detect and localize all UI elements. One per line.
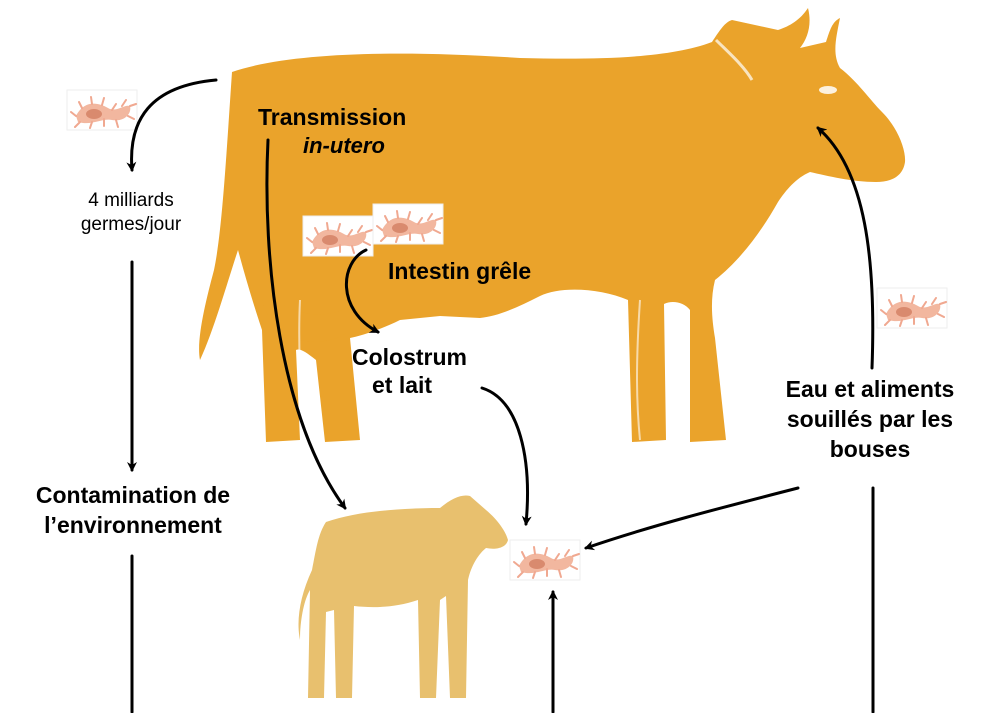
feed-label-line1: Eau et aliments <box>760 376 980 402</box>
cow-eye-icon <box>819 86 837 94</box>
transmission-title: Transmission <box>258 104 406 130</box>
germs-per-day-line2: germes/jour <box>61 214 201 236</box>
arrow-excretion <box>132 80 216 170</box>
feed-label-line2: souillés par les <box>760 406 980 432</box>
bacterium-icon <box>67 90 137 130</box>
calf-silhouette-icon <box>299 496 509 699</box>
colostrum-line2: et lait <box>372 372 432 398</box>
bacterium-icon <box>373 204 443 244</box>
bacterium-icon <box>510 540 580 580</box>
arrow-feed-to-calf <box>586 488 798 548</box>
arrow-milk-to-calf <box>482 388 527 524</box>
bacterium-icon <box>877 288 947 328</box>
feed-label-line3: bouses <box>760 436 980 462</box>
intestin-label: Intestin grêle <box>388 258 531 284</box>
contamination-line1: Contamination de <box>2 482 264 508</box>
contamination-line2: l’environnement <box>2 512 264 538</box>
bacterium-icon <box>303 216 373 256</box>
germs-per-day-line1: 4 milliards <box>61 190 201 212</box>
transmission-italic: in-utero <box>303 133 385 158</box>
colostrum-line1: Colostrum <box>352 344 467 370</box>
